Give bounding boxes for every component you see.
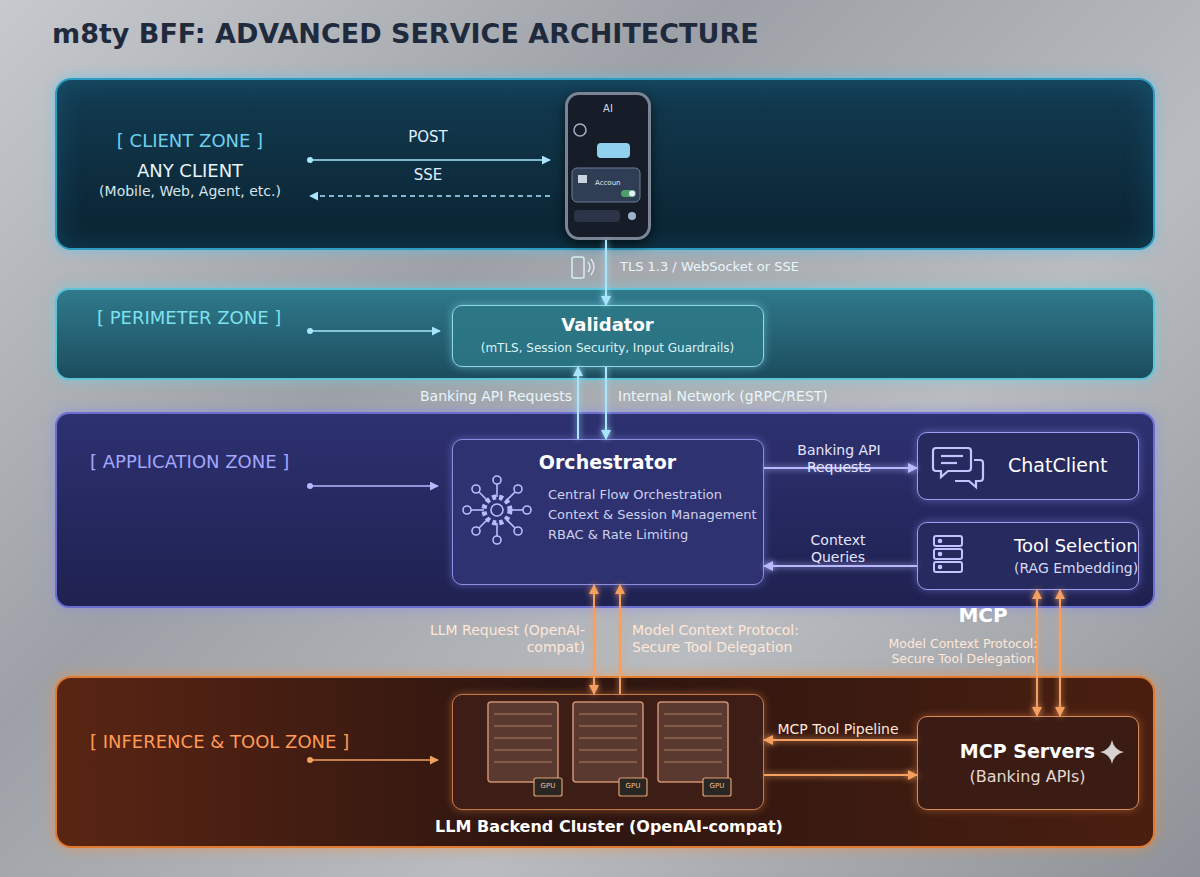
- edge-label: Model Context Protocol: Secure Tool Dele…: [632, 622, 822, 656]
- diagram-title: m8ty BFF: ADVANCED SERVICE ARCHITECTURE: [52, 18, 759, 50]
- process-box: Validator (mTLS, Session Security, Input …: [452, 305, 764, 367]
- process-box: MCP Servers (Banking APIs): [917, 716, 1139, 810]
- edge-label: Banking API Requests: [372, 388, 572, 405]
- text-label: GPU: [703, 782, 731, 790]
- signal-symbol: [588, 259, 594, 275]
- node-title: Validator: [453, 314, 762, 336]
- node-title: LLM Backend Cluster (OpenAI-compat): [413, 817, 805, 836]
- node-title: Orchestrator: [453, 451, 762, 474]
- process-box: ChatClient: [917, 432, 1139, 500]
- node-text: RBAC & Rate Limiting: [548, 527, 688, 543]
- node-text: ANY CLIENT: [75, 160, 305, 182]
- edge-label: Internal Network (gRPC/REST): [618, 388, 828, 405]
- node-text: (Mobile, Web, Agent, etc.): [75, 183, 305, 200]
- node-title: [ INFERENCE & TOOL ZONE ]: [90, 731, 349, 753]
- edge-label: MCP Tool Pipeline: [768, 721, 908, 738]
- node-text: (RAG Embedding): [1014, 560, 1138, 577]
- text-label: POST: [378, 128, 478, 146]
- process-box: Tool Selection (RAG Embedding): [917, 522, 1139, 590]
- zone-band: [ CLIENT ZONE ] ANY CLIENT(Mobile, Web, A…: [55, 78, 1155, 250]
- zone-band: [ INFERENCE & TOOL ZONE ] LLM Backend Clu…: [55, 676, 1155, 848]
- edge-label: Banking API Requests: [780, 442, 898, 476]
- node-text: Context & Session Management: [548, 507, 757, 523]
- edge-label: Model Context Protocol: Secure Tool Dele…: [878, 636, 1048, 666]
- process-box: LLM Backend Cluster (OpenAI-compat): [452, 694, 764, 810]
- text-label: GPU: [619, 782, 647, 790]
- node-title: [ PERIMETER ZONE ]: [97, 307, 281, 329]
- node-title: Tool Selection: [1014, 535, 1138, 557]
- zone-band: [ APPLICATION ZONE ] OrchestratorCentral …: [55, 412, 1155, 608]
- node-title: [ APPLICATION ZONE ]: [90, 451, 289, 473]
- zone-band: [ PERIMETER ZONE ] Validator (mTLS, Sessio…: [55, 288, 1155, 380]
- node-title: AI: [568, 103, 648, 115]
- process-box: OrchestratorCentral Flow OrchestrationCo…: [452, 439, 764, 585]
- node-text: (Banking APIs): [918, 767, 1137, 786]
- node-title: ChatClient: [1008, 454, 1107, 477]
- edge-label: LLM Request (OpenAI-compat): [420, 622, 585, 656]
- edge-label: Context Queries: [790, 532, 886, 566]
- node-title: [ CLIENT ZONE ]: [75, 130, 305, 152]
- node-title: MCP Servers: [918, 740, 1137, 763]
- edge-label: TLS 1.3 / WebSocket or SSE: [620, 259, 799, 275]
- node-text: (mTLS, Session Security, Input Guardrail…: [453, 341, 762, 355]
- text-label: SSE: [378, 166, 478, 184]
- text-label: GPU: [534, 782, 562, 790]
- node-text: Accoun: [595, 179, 621, 187]
- node-text: Central Flow Orchestration: [548, 487, 722, 503]
- phone-shape: AI Accoun: [565, 92, 651, 240]
- text-label: MCP: [933, 603, 1033, 627]
- phone-symbol: [572, 257, 584, 278]
